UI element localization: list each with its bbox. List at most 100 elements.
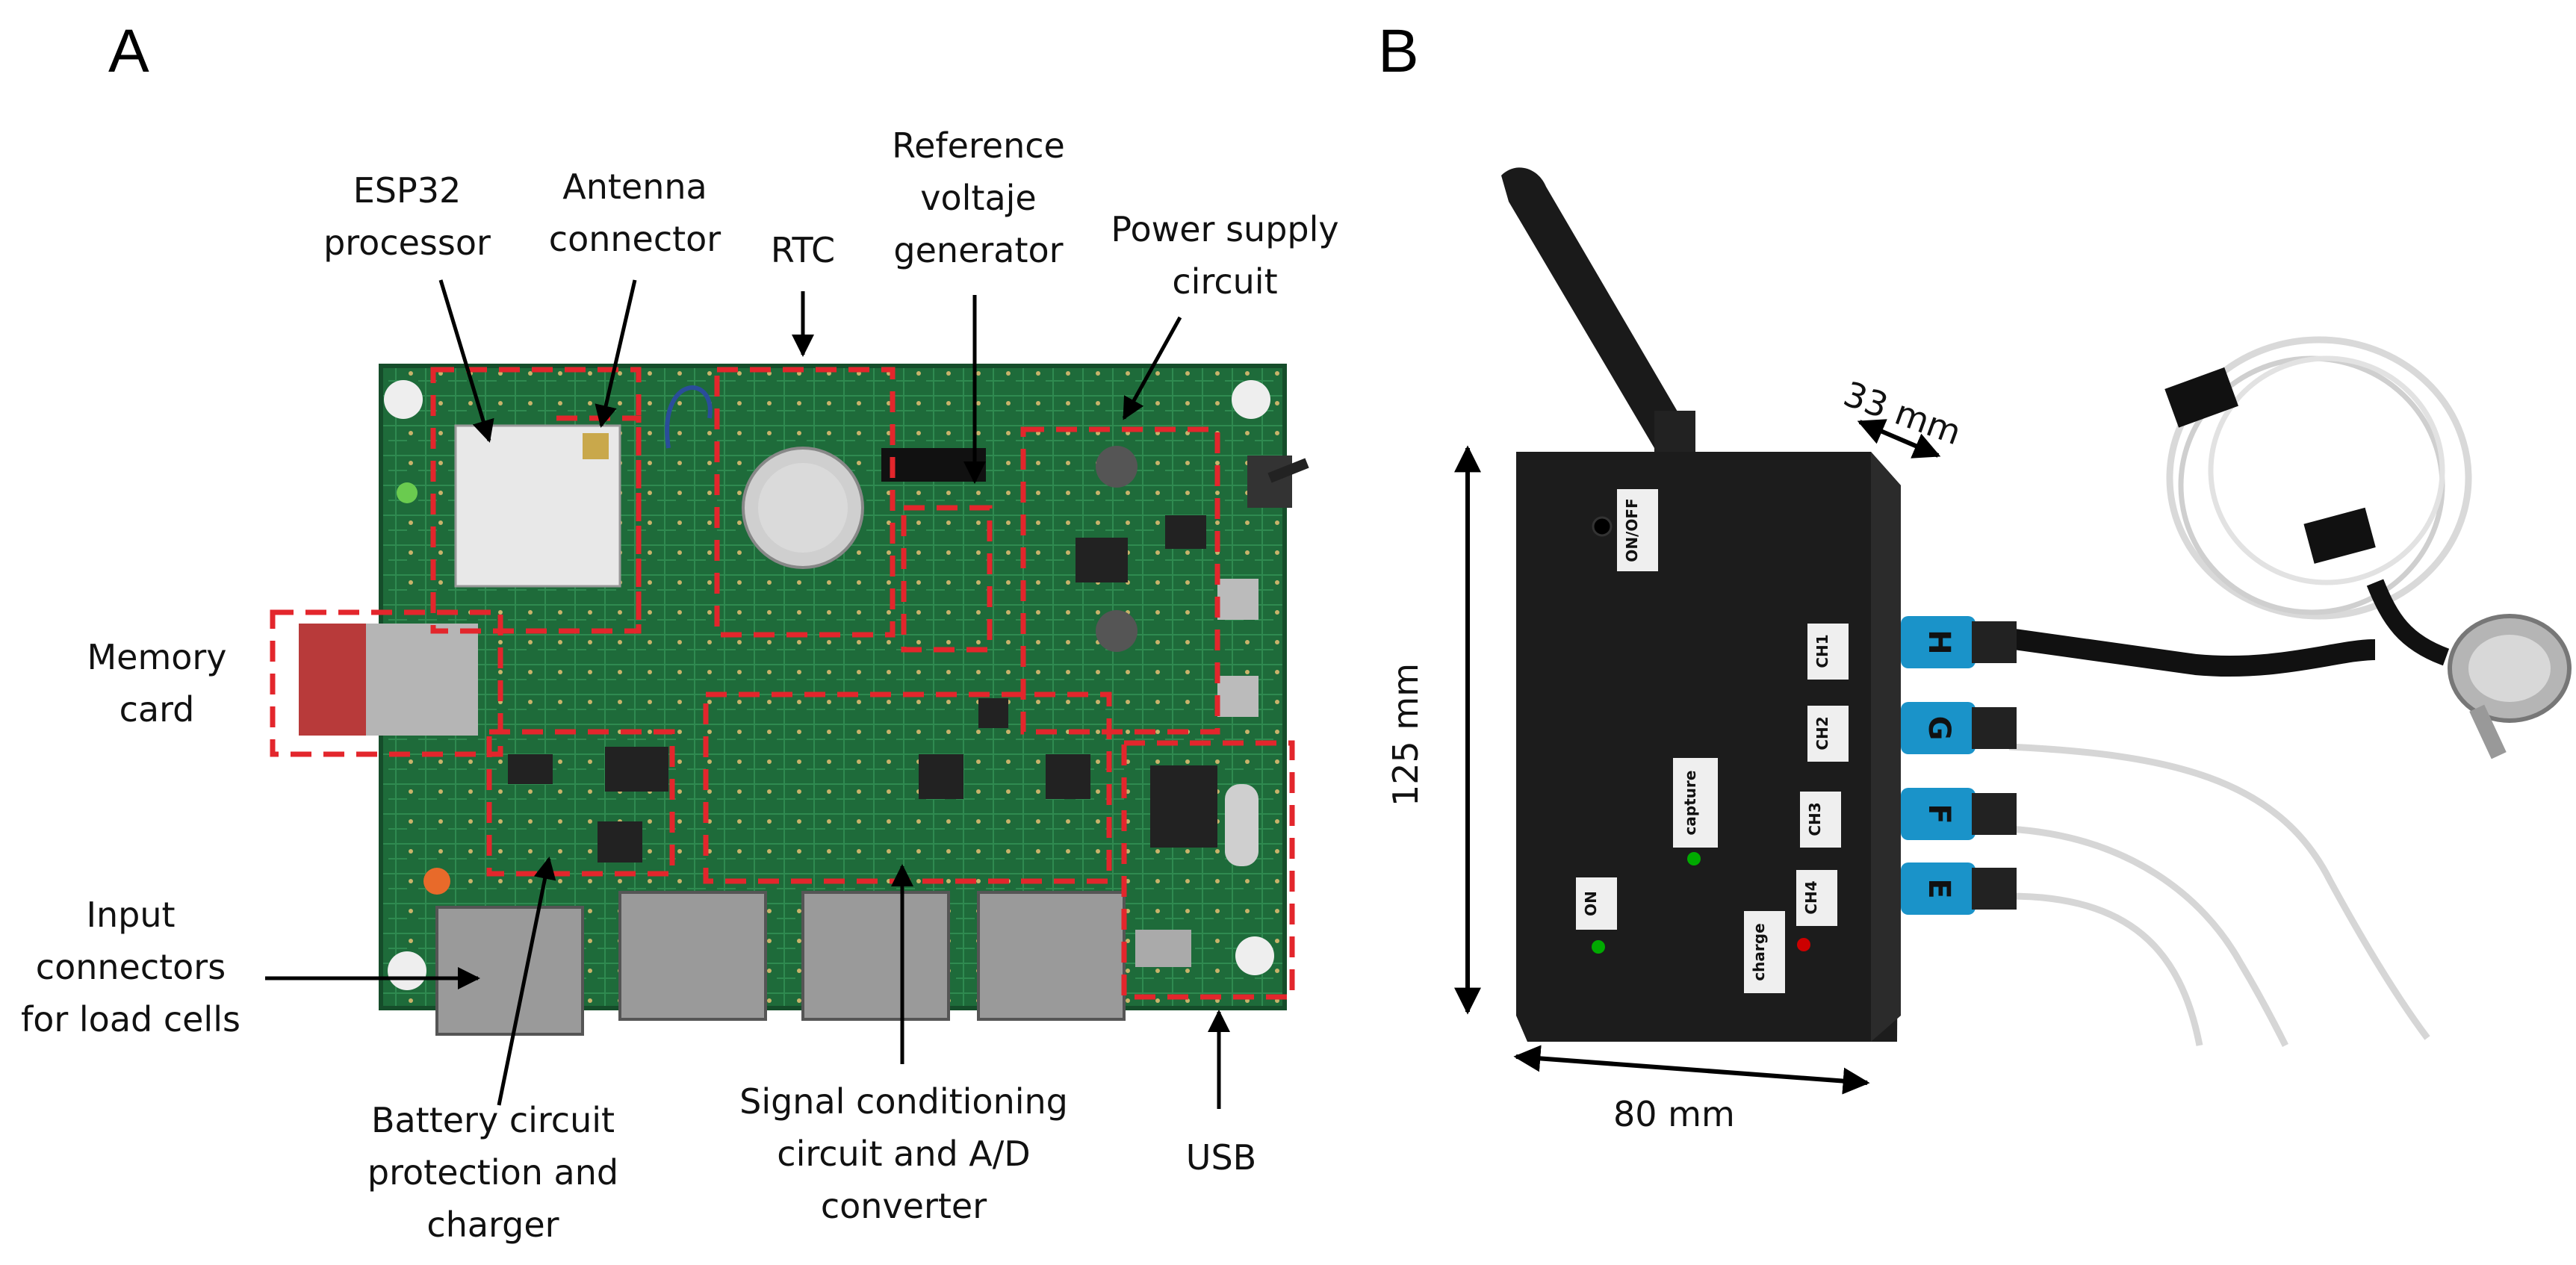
antenna [1501,167,1688,449]
tag-ch4: CH4 [1796,870,1837,926]
memory-card-slot [366,624,478,736]
device-photo: H G F E ON/OFF capture [1501,167,2572,1048]
tag-on: ON [1576,877,1617,930]
tag-text-charge: charge [1750,923,1768,980]
load-cell-connector [618,891,767,1021]
jumper-wire [665,385,713,449]
led-green [397,482,418,503]
region-antenna [556,415,642,631]
power-ic [1165,515,1206,549]
standoff [1232,380,1270,419]
antenna-connector-part [583,433,609,459]
load-cell-connector [977,891,1126,1021]
inductor [1096,610,1138,652]
velcro-strap [2303,507,2376,564]
antenna-base [1654,411,1695,456]
power-switch-lever [1267,458,1309,483]
arrow-battery [497,857,556,1106]
power-switch [1247,456,1292,508]
region-highlights [270,367,1295,1000]
button-boot [1217,676,1258,717]
arrow-width [1513,1045,1870,1095]
region-reference [901,505,993,653]
arrow-power [1122,316,1182,420]
load-cell-top [2468,635,2551,702]
tag-capture: capture [1673,758,1718,848]
velcro-strap [2164,367,2238,428]
load-cell-connector [801,891,950,1021]
button-en [1217,579,1258,620]
tag-charge: charge [1744,911,1785,993]
usb-ic [1150,765,1217,848]
cable-coil [2208,355,2445,585]
region-memory [270,609,503,757]
connector-ch4: E [1901,862,2017,915]
cable-to-cell [2366,579,2450,666]
region-battery [486,729,675,877]
label-width: 80 mm [1613,1094,1735,1134]
standoff [1235,936,1274,975]
cable-ch4 [2008,892,2203,1046]
cable-coil [2166,336,2472,620]
label-usb: USB [1185,1137,1257,1178]
tag-text-ch4: CH4 [1802,880,1820,914]
enclosure-side [1871,452,1901,1042]
tag-text-ch2: CH2 [1813,716,1831,750]
led-red [423,868,450,895]
arrows-a [265,279,1230,1109]
region-usb [1121,740,1295,1000]
label-height: 125 mm [1385,662,1426,806]
led-on [1592,940,1605,954]
tag-text-on-off: ON/OFF [1623,498,1641,562]
tag-text-ch3: CH3 [1806,802,1824,836]
arrow-depth [1857,419,1941,459]
tag-text-capture: capture [1681,771,1699,836]
led-capture [1687,852,1701,865]
adc-ic [919,754,963,799]
cable-ch3 [2008,825,2289,1048]
load-cell-connector [435,906,584,1036]
cable-ch1 [2008,628,2376,677]
arrow-esp32 [438,279,494,443]
reference-header [881,448,986,482]
led-charge [1797,938,1810,951]
panel-label-b: B [1378,17,1419,85]
signal-ic [978,698,1008,728]
arrow-antenna [595,279,637,428]
usb-port [1135,930,1191,967]
inductor [1096,446,1138,488]
connector-letter-f: F [1922,804,1956,824]
rtc-coin-cell-inner [758,463,848,553]
load-cell-bolt [2469,704,2507,759]
battery-switch [508,754,553,784]
tag-on-off: ON/OFF [1617,489,1658,571]
connector-letter-g: G [1922,716,1956,741]
panel-label-a: A [108,17,149,85]
connector-ch3: F [1901,788,2017,840]
connector-ch1: H [1901,616,2017,668]
battery-ic [598,821,642,862]
led-on-off [1592,516,1613,537]
power-ic [1076,538,1128,582]
tag-ch2: CH2 [1807,706,1849,762]
dimension-arrows [1454,419,1941,1095]
crystal [1225,784,1258,866]
connector-letter-e: E [1922,878,1956,898]
tag-text-ch1: CH1 [1813,634,1831,668]
region-power [1020,426,1220,735]
label-rtc: RTC [770,230,836,270]
pcb-photo [299,364,1309,1036]
tag-ch3: CH3 [1800,792,1841,848]
connector-letter-h: H [1922,630,1956,654]
cable-ch2 [2008,743,2430,1040]
standoff [388,951,426,990]
